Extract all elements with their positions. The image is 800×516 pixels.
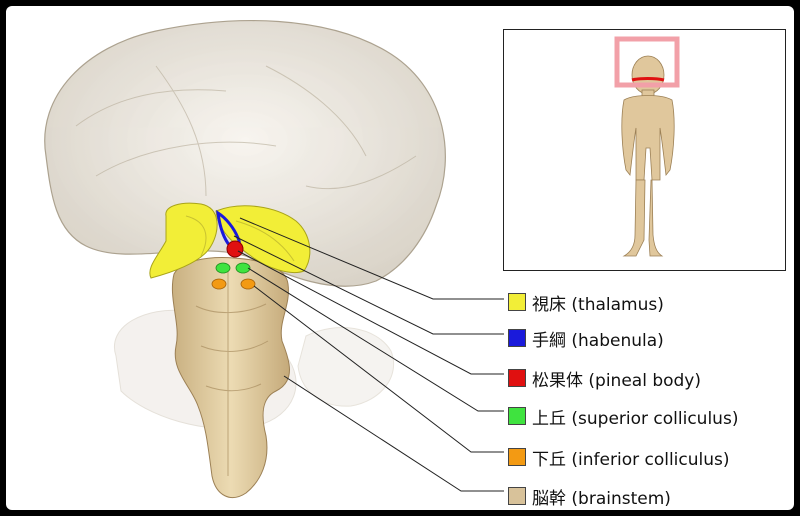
superior-colliculus: [215, 262, 251, 274]
head-highlight-box: [614, 36, 680, 88]
legend-item-habenula: 手綱 (habenula): [508, 324, 664, 352]
leader-line-habenula: [233, 235, 504, 335]
legend-swatch: [508, 369, 526, 387]
pineal-body: [226, 240, 244, 258]
body-figure: [614, 36, 680, 257]
legend-swatch: [508, 448, 526, 466]
orientation-inset: [503, 29, 786, 271]
legend-label: 下丘 (inferior colliculus): [532, 449, 730, 470]
legend-item-superior-colliculus: 上丘 (superior colliculus): [508, 402, 738, 430]
leader-line-superior-colliculus: [247, 267, 504, 412]
leader-lines: [233, 217, 504, 492]
brainstem: [171, 257, 290, 498]
legend-swatch: [508, 407, 526, 425]
leader-line-inferior-colliculus: [253, 285, 504, 453]
diagram-canvas: 視床 (thalamus) 手綱 (habenula) 松果体 (pineal …: [6, 6, 794, 510]
legend-label: 松果体 (pineal body): [532, 370, 702, 391]
legend-label: 手綱 (habenula): [532, 330, 664, 351]
leader-line-brainstem: [283, 375, 504, 492]
legend-label: 視床 (thalamus): [532, 294, 664, 315]
legend-swatch: [508, 329, 526, 347]
legend-label: 上丘 (superior colliculus): [532, 408, 739, 429]
brain-illustration: [44, 20, 504, 498]
leader-line-thalamus: [239, 217, 504, 300]
legend-item-thalamus: 視床 (thalamus): [508, 288, 664, 316]
legend-item-brainstem: 脳幹 (brainstem): [508, 482, 671, 510]
legend-swatch: [508, 293, 526, 311]
legend-item-pineal-body: 松果体 (pineal body): [508, 364, 701, 392]
leader-line-pineal: [237, 250, 504, 375]
legend-label: 脳幹 (brainstem): [532, 488, 671, 509]
legend-item-inferior-colliculus: 下丘 (inferior colliculus): [508, 443, 730, 471]
inferior-colliculus: [211, 278, 256, 290]
legend-swatch: [508, 487, 526, 505]
